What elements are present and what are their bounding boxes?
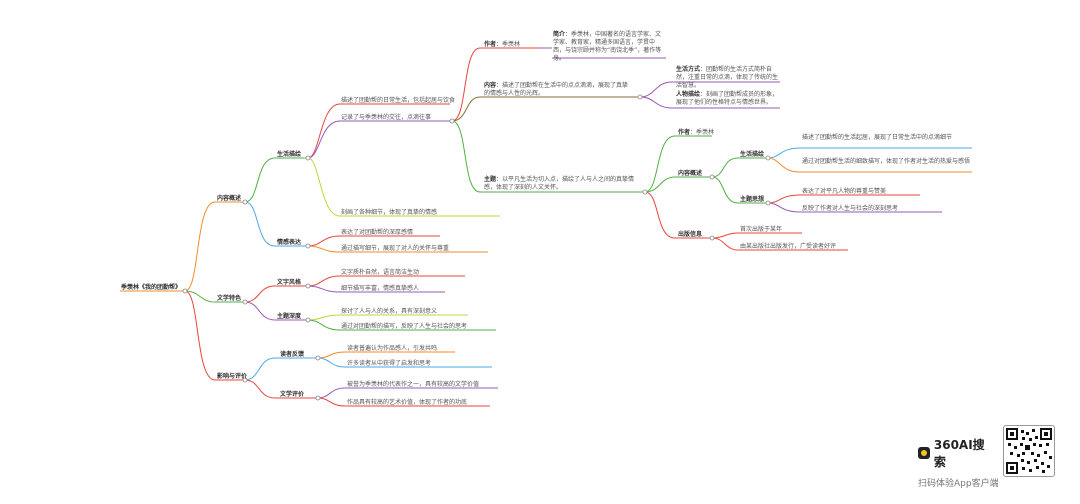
right-life[interactable]: 生活描绘 xyxy=(740,151,765,158)
right-life-item[interactable]: 通过对团勤帮生活的细致描写，体现了作者对生活的热爱与感悟 xyxy=(802,158,971,165)
node-reader[interactable]: 读者反馈 xyxy=(280,351,305,358)
critic-item[interactable]: 作品具有较高的艺术价值，体现了作者的功底 xyxy=(347,399,468,406)
brand-block: 360AI搜索 扫码体验App客户端 xyxy=(918,436,999,489)
node-critic[interactable]: 文学评价 xyxy=(280,391,305,398)
reader-item[interactable]: 许多读者从中获得了启发和思考 xyxy=(347,360,432,367)
node-emotion[interactable]: 情感表达 xyxy=(277,239,302,246)
root-node[interactable]: 季羡林《我的团勤帮》 xyxy=(121,284,182,291)
brand-logo-icon xyxy=(918,447,930,459)
right-life-item[interactable]: 描述了团勤帮的生活起居，展现了日常生活中的点滴细节 xyxy=(802,134,953,141)
emotion-item[interactable]: 表达了对团勤帮的深厚感情 xyxy=(341,229,414,236)
right-publish-item[interactable]: 首次出版于某年 xyxy=(740,226,783,233)
brand-subtitle: 扫码体验App客户端 xyxy=(918,479,999,489)
right-theme[interactable]: 主题思想 xyxy=(740,196,765,203)
emotion-item[interactable]: 通过描写细节，展现了对人的关怀与尊重 xyxy=(341,245,450,252)
node-content-overview[interactable]: 内容概述 xyxy=(217,195,242,202)
right-theme-item[interactable]: 表达了对平凡人物的尊重与赞美 xyxy=(802,188,887,195)
right-publish[interactable]: 出版信息 xyxy=(678,231,703,238)
reader-item[interactable]: 读者普遍认为作品感人，引发共鸣 xyxy=(347,345,438,352)
style-item[interactable]: 细节描写丰富，情感真挚感人 xyxy=(341,285,420,292)
right-author[interactable]: 作者：季羡林 xyxy=(678,129,715,136)
node-literary-style[interactable]: 文学特色 xyxy=(217,295,242,302)
qr-code-graphic xyxy=(1006,428,1052,474)
right-theme-item[interactable]: 反映了作者对人生与社会的深刻思考 xyxy=(802,205,899,212)
life-item[interactable]: 描述了团勤帮的日常生活，包括起居与饮食 xyxy=(341,97,456,104)
qr-code-icon[interactable] xyxy=(1003,425,1055,477)
branch-content-emotion xyxy=(244,201,276,247)
brand-logo: 360AI搜索 xyxy=(918,436,996,470)
style-item[interactable]: 文字质朴自然，语言简洁生动 xyxy=(341,269,420,276)
top-persona[interactable]: 人物描绘：刻画了团勤帮成员的形象，展现了他们的性格特点与情感世界。 xyxy=(676,91,779,106)
branch-root-content xyxy=(184,201,216,292)
branch-root-style xyxy=(184,290,216,303)
theme-item[interactable]: 探讨了人与人的关系，具有深刻意义 xyxy=(341,308,438,315)
node-life[interactable]: 生活描绘 xyxy=(277,151,302,158)
top-lifestyle[interactable]: 生活方式：团勤帮的生活方式简朴自然，注重日常的点滴，体现了传统的生活智慧。 xyxy=(676,66,779,89)
top-author[interactable]: 作者：季羡林 xyxy=(484,41,521,48)
node-theme[interactable]: 主题深度 xyxy=(277,313,302,320)
life-item[interactable]: 记录了与季羡林的交往，点滴往事 xyxy=(341,114,432,121)
top-content[interactable]: 内容：描述了团勤帮在生活中的点点滴滴，展现了真挚的情感与人性的光辉。 xyxy=(484,82,629,97)
life-item[interactable]: 刻画了各种细节，体现了真挚的情感 xyxy=(341,209,438,216)
node-impact[interactable]: 影响与评价 xyxy=(217,373,248,380)
brand-name: 360AI搜索 xyxy=(933,438,985,469)
top-bio[interactable]: 简介：季羡林，中国著名的语言学家、文学家、教育家，精通多国语言，学贯中西，与饶宗… xyxy=(553,31,662,62)
critic-item[interactable]: 被誉为季羡林的代表作之一，具有较高的文学价值 xyxy=(347,381,480,388)
top-theme[interactable]: 主题：以平凡生活为切入点，描绘了人与人之间的真挚情感，体现了深刻的人文关怀。 xyxy=(484,176,635,191)
theme-item[interactable]: 通过对团勤帮的描写，反映了人生与社会的思考 xyxy=(341,323,468,330)
node-style[interactable]: 文字风格 xyxy=(277,279,302,286)
right-publish-item[interactable]: 由某出版社出版发行，广受读者好评 xyxy=(740,243,837,250)
branch-content-life xyxy=(244,157,276,203)
right-overview[interactable]: 内容概述 xyxy=(678,170,703,177)
branch-root-impact xyxy=(184,290,216,381)
